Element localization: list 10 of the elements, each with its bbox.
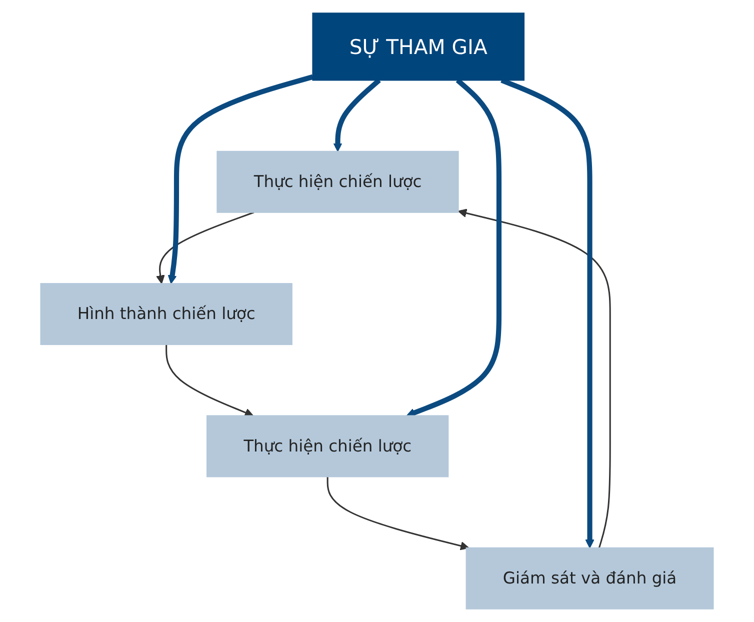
node-box: Thực hiện chiến lược [206, 415, 449, 478]
node-box: SỰ THAM GIA [312, 12, 525, 81]
node-box: Hình thành chiến lược [40, 283, 292, 346]
arrow [166, 344, 254, 417]
arrow [168, 74, 314, 284]
node-box: Thực hiện chiến lược [216, 150, 459, 213]
arrow [458, 208, 611, 548]
node-box: Giám sát và đánh giá [466, 547, 714, 610]
arrow [156, 212, 254, 284]
arrow [326, 476, 470, 550]
